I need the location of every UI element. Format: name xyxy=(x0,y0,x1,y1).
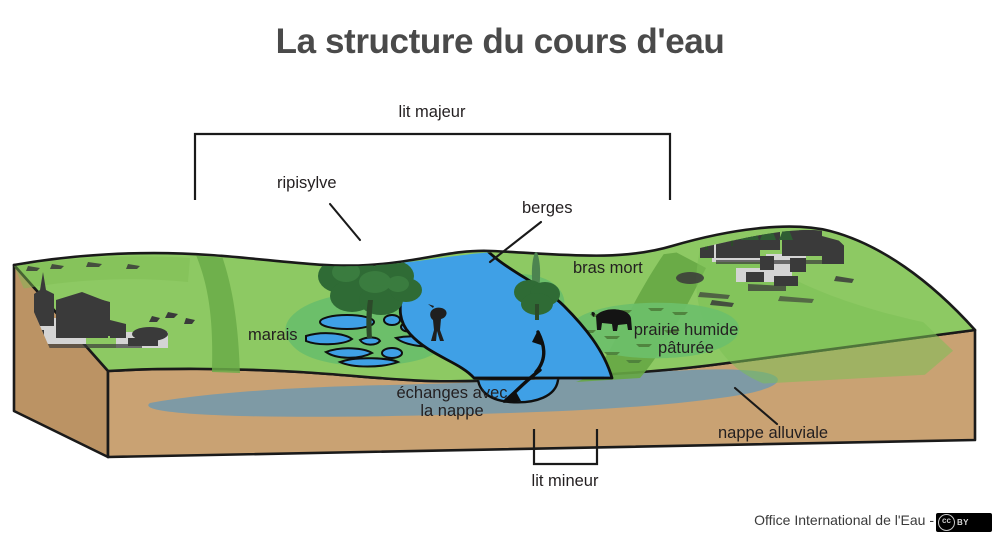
credit-text: Office International de l'Eau - xyxy=(754,512,934,528)
label-prairie-humide-line2: pâturée xyxy=(658,339,714,358)
label-marais: marais xyxy=(248,326,298,344)
label-echanges-nappe: échanges avec la nappe xyxy=(382,384,522,421)
nappe-alluviale-groundwater xyxy=(148,369,778,417)
leader-ripisylve xyxy=(328,202,362,242)
label-echanges-line1: échanges avec xyxy=(396,384,508,402)
prairie-humide-area xyxy=(571,302,740,363)
label-ripisylve: ripisylve xyxy=(277,174,337,192)
leader-berges xyxy=(488,220,543,264)
cc-icon: cc xyxy=(938,514,955,531)
heron-bird xyxy=(428,304,447,341)
leader-nappe xyxy=(733,386,779,426)
label-bras-mort: bras mort xyxy=(573,259,643,277)
cow-silhouette xyxy=(591,309,632,331)
river-channel xyxy=(396,230,614,380)
bracket-lit-majeur xyxy=(193,132,672,200)
label-echanges-line2: la nappe xyxy=(420,402,484,421)
label-prairie-humide-line1: prairie humide xyxy=(633,321,739,339)
bracket-lit-mineur xyxy=(532,429,599,466)
label-prairie-humide: prairie humide pâturée xyxy=(620,321,752,358)
label-nappe-alluviale: nappe alluviale xyxy=(718,424,829,442)
berge-tree xyxy=(514,250,560,320)
leader-lines xyxy=(328,202,779,426)
village-right xyxy=(667,229,854,307)
cc-license-badge[interactable]: cc BY xyxy=(936,513,992,532)
page-title: La structure du cours d'eau xyxy=(275,22,725,61)
label-lit-majeur: lit majeur xyxy=(398,103,466,121)
exchange-arrow-heads xyxy=(503,330,544,403)
cc-by-icon: BY xyxy=(957,518,969,527)
label-lit-mineur: lit mineur xyxy=(531,472,599,490)
label-berges: berges xyxy=(522,199,573,217)
